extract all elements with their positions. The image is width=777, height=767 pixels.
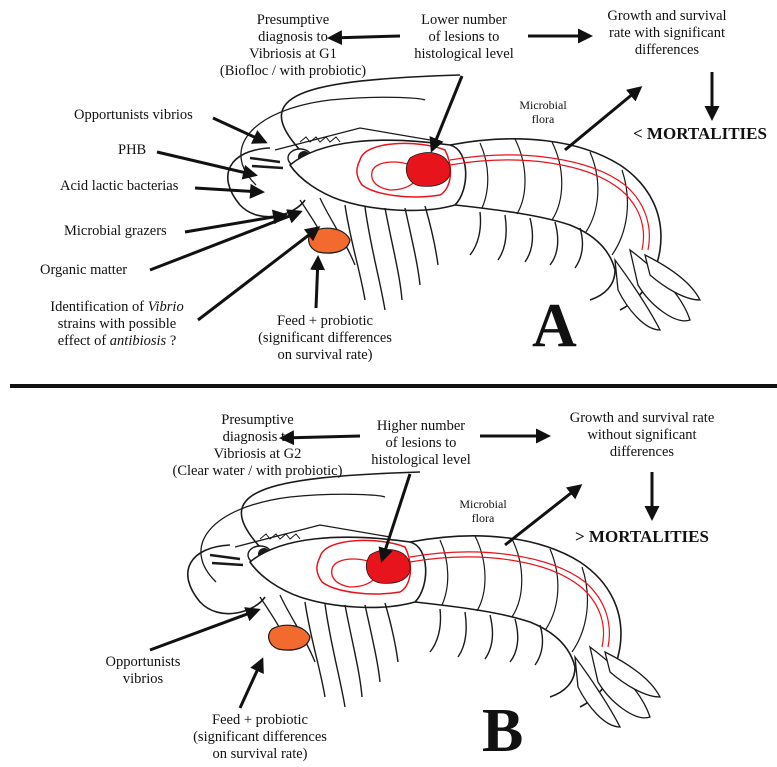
microbial-flora-b: Microbial flora bbox=[448, 497, 518, 525]
opportunists-b-line2: vibrios bbox=[88, 671, 198, 688]
growth-b-line2: without significant bbox=[552, 427, 732, 444]
diagnosis-b-line4: (Clear water / with probiotic) bbox=[170, 463, 345, 480]
microbial-flora-a: Microbial flora bbox=[508, 98, 578, 126]
mortalities-a: < MORTALITIES bbox=[633, 125, 767, 142]
lesions-a-line3: histological level bbox=[404, 46, 524, 63]
lesions-a-line1: Lower number bbox=[404, 12, 524, 29]
identification-text-3: effect of bbox=[58, 333, 110, 349]
lesions-a: Lower number of lesions to histological … bbox=[404, 12, 524, 63]
identification-question: ? bbox=[166, 333, 176, 349]
feed-probiotic-b: Feed + probiotic (significant difference… bbox=[170, 712, 350, 763]
diagnosis-a-line3: Vibriosis at G1 bbox=[218, 46, 368, 63]
feed-a-line1: Feed + probiotic bbox=[240, 313, 410, 330]
microbial-flora-b-line1: Microbial bbox=[448, 497, 518, 511]
feed-b-line3: on survival rate) bbox=[170, 746, 350, 763]
identification-vibrio-italic: Vibrio bbox=[148, 299, 184, 315]
diagnosis-b-line3: Vibriosis at G2 bbox=[170, 446, 345, 463]
lesions-b-line3: histological level bbox=[362, 452, 480, 469]
mortalities-b: > MORTALITIES bbox=[575, 528, 709, 545]
diagnosis-a-line2: diagnosis to bbox=[218, 29, 368, 46]
lesions-b: Higher number of lesions to histological… bbox=[362, 418, 480, 469]
label-organic-matter: Organic matter bbox=[40, 262, 127, 279]
growth-b-line3: differences bbox=[552, 444, 732, 461]
growth-b: Growth and survival rate without signifi… bbox=[552, 410, 732, 461]
label-opportunists-vibrios: Opportunists vibrios bbox=[74, 107, 193, 124]
label-microbial-grazers: Microbial grazers bbox=[64, 223, 167, 240]
identification-vibrio: Identification of Vibrio strains with po… bbox=[32, 299, 202, 350]
diagnosis-a: Presumptive diagnosis to Vibriosis at G1… bbox=[218, 12, 368, 80]
microbial-flora-a-line2: flora bbox=[508, 112, 578, 126]
opportunists-vibrios-b: Opportunists vibrios bbox=[88, 654, 198, 688]
growth-a: Growth and survival rate with significan… bbox=[592, 8, 742, 59]
shrimp-illustration-b bbox=[188, 472, 660, 727]
feed-b-line2: (significant differences bbox=[170, 729, 350, 746]
identification-antibiosis-italic: antibiosis bbox=[110, 333, 166, 349]
growth-a-line2: rate with significant bbox=[592, 25, 742, 42]
microbial-flora-b-line2: flora bbox=[448, 511, 518, 525]
label-phb: PHB bbox=[118, 142, 146, 159]
shrimp-illustration-a bbox=[228, 75, 700, 330]
diagnosis-b-line2: diagnosis to bbox=[170, 429, 345, 446]
growth-a-line1: Growth and survival bbox=[592, 8, 742, 25]
panel-letter-b: B bbox=[482, 700, 523, 762]
feed-a-line3: on survival rate) bbox=[240, 347, 410, 364]
lesions-b-line1: Higher number bbox=[362, 418, 480, 435]
microbial-flora-a-line1: Microbial bbox=[508, 98, 578, 112]
diagnosis-b-line1: Presumptive bbox=[170, 412, 345, 429]
opportunists-b-line1: Opportunists bbox=[88, 654, 198, 671]
label-acid-lactic-bacterias: Acid lactic bacterias bbox=[60, 178, 178, 195]
identification-text-2: strains with possible bbox=[32, 316, 202, 333]
diagnosis-a-line4: (Biofloc / with probiotic) bbox=[218, 63, 368, 80]
lesions-a-line2: of lesions to bbox=[404, 29, 524, 46]
feed-b-line1: Feed + probiotic bbox=[170, 712, 350, 729]
diagnosis-b: Presumptive diagnosis to Vibriosis at G2… bbox=[170, 412, 345, 480]
feed-a-line2: (significant differences bbox=[240, 330, 410, 347]
growth-b-line1: Growth and survival rate bbox=[552, 410, 732, 427]
identification-text-1: Identification of bbox=[50, 299, 147, 315]
feed-probiotic-a: Feed + probiotic (significant difference… bbox=[240, 313, 410, 364]
diagnosis-a-line1: Presumptive bbox=[218, 12, 368, 29]
lesions-b-line2: of lesions to bbox=[362, 435, 480, 452]
panel-letter-a: A bbox=[532, 295, 577, 357]
growth-a-line3: differences bbox=[592, 42, 742, 59]
